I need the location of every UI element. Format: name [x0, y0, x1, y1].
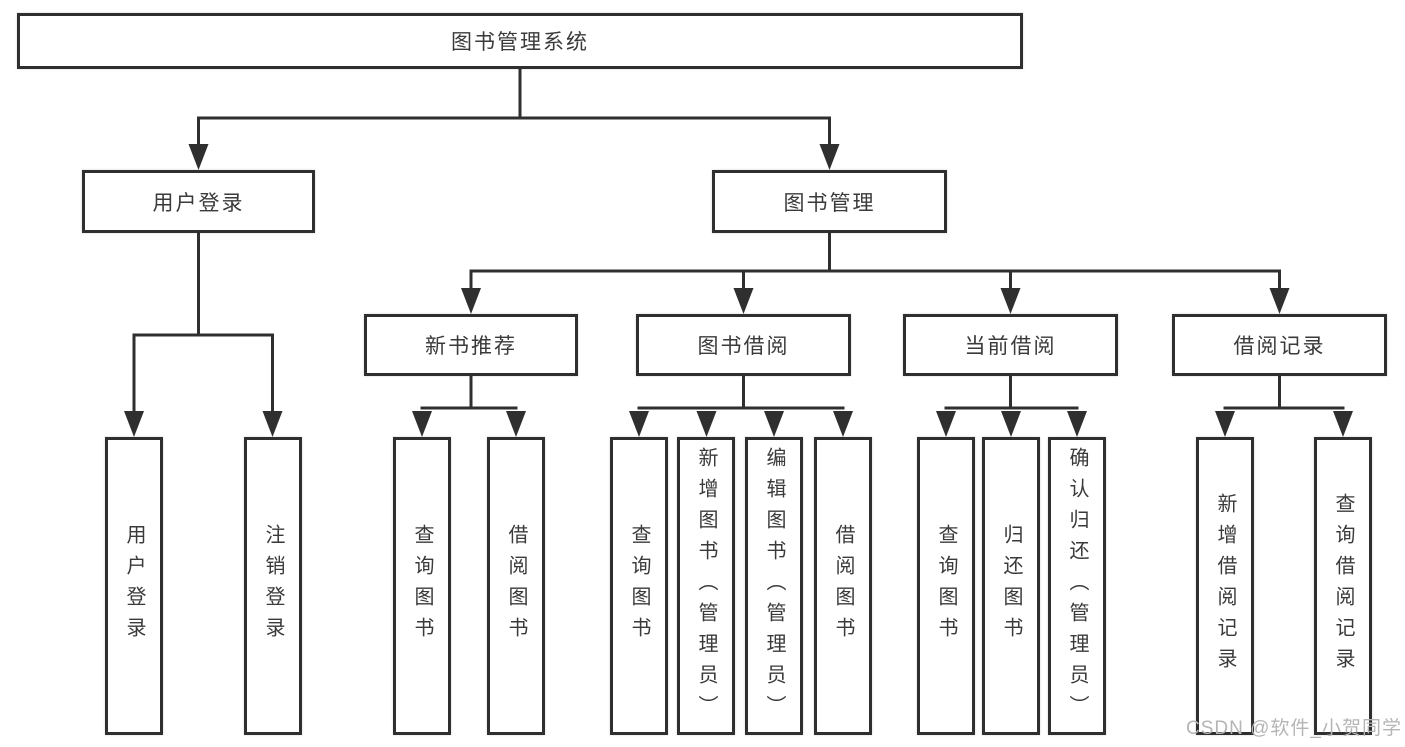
connector-user-login-to-leaves: [124, 233, 283, 437]
node-user-login: 用户登录: [82, 170, 315, 233]
watermark: CSDN @软件_小贺同学: [1186, 718, 1402, 739]
node-add-borrow-record: 新增借阅记录: [1196, 437, 1254, 735]
node-new-book-recommendation: 新书推荐: [364, 314, 578, 376]
node-current-borrowing: 当前借阅: [903, 314, 1118, 376]
node-borrow-books-action: 借阅图书: [814, 437, 872, 735]
node-return-books: 归还图书: [982, 437, 1040, 735]
connector-root-to-level2: [188, 69, 840, 170]
node-confirm-return-admin: 确认归还（管理员）: [1048, 437, 1106, 735]
node-add-books-admin: 新增图书（管理员）: [677, 437, 735, 735]
node-edit-books-admin: 编辑图书（管理员）: [745, 437, 803, 735]
node-query-borrow-record: 查询借阅记录: [1314, 437, 1372, 735]
node-user-login-action: 用户登录: [105, 437, 163, 735]
node-book-borrowing: 图书借阅: [636, 314, 851, 376]
node-logout-action: 注销登录: [244, 437, 302, 735]
connector-sections-to-leaves: [412, 376, 1353, 437]
node-query-books-borrow: 查询图书: [610, 437, 668, 735]
node-book-management: 图书管理: [712, 170, 947, 233]
connector-book-management-to-sections: [461, 233, 1290, 314]
node-borrow-books-recommend: 借阅图书: [487, 437, 545, 735]
node-borrowing-records: 借阅记录: [1172, 314, 1387, 376]
node-query-books-current: 查询图书: [917, 437, 975, 735]
node-library-system: 图书管理系统: [17, 13, 1023, 69]
node-query-books-recommend: 查询图书: [393, 437, 451, 735]
